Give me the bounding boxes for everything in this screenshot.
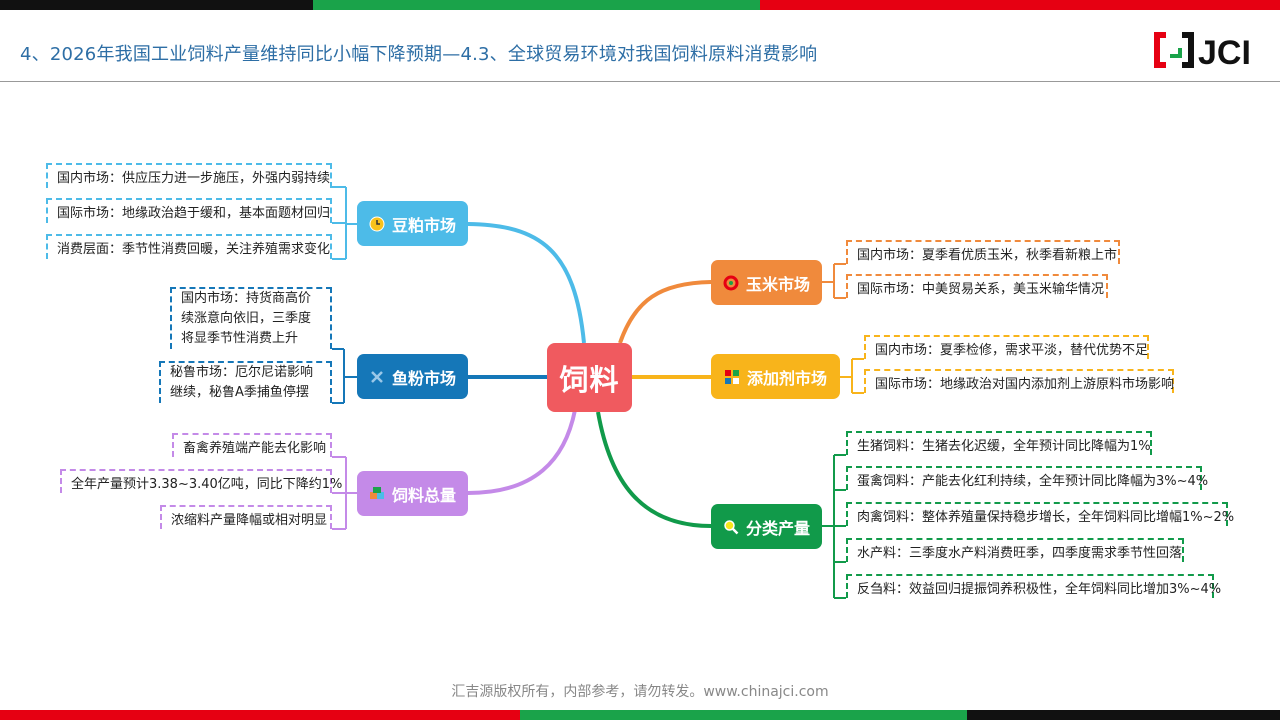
cube-icon <box>369 486 385 502</box>
bottom-color-bar <box>0 710 1280 720</box>
leaf-category-3: 肉禽饲料：整体养殖量保持稳步增长，全年饲料同比增幅1%~2% <box>846 502 1234 526</box>
ring-icon <box>723 275 739 291</box>
topic-additive: 添加剂市场 <box>711 354 840 399</box>
top-color-bar <box>0 0 1280 10</box>
leaf-corn-1: 国内市场：夏季看优质玉米，秋季看新粮上市 <box>846 240 1120 264</box>
leaf-fishmeal-2: 秘鲁市场：厄尔尼诺影响继续，秘鲁A季捕鱼停摆 <box>159 361 332 403</box>
topic-fishmeal-label: 鱼粉市场 <box>391 368 456 388</box>
leaf-additive-1: 国内市场：夏季检修，需求平淡，替代优势不足 <box>864 335 1149 359</box>
leaf-total-1: 畜禽养殖端产能去化影响 <box>172 433 332 457</box>
link-total <box>467 409 577 495</box>
logo-text: JCI <box>1198 34 1251 72</box>
magnifier-icon <box>723 519 739 535</box>
leaf-fishmeal-1: 国内市场：持货商高价续涨意向依旧，三季度将显季节性消费上升 <box>170 287 332 349</box>
grid-icon <box>724 369 740 385</box>
leaf-category-4: 水产料：三季度水产料消费旺季，四季度需求季节性回落 <box>846 538 1184 562</box>
topic-corn-label: 玉米市场 <box>745 274 810 294</box>
bar-segment-green <box>313 0 760 10</box>
leaf-total-3: 浓缩料产量降幅或相对明显 <box>160 505 332 529</box>
leaf-corn-2: 国际市场：中美贸易关系，美玉米输华情况 <box>846 274 1108 298</box>
leaf-category-5: 反刍料：效益回归提振饲养积极性，全年饲料同比增加3%~4% <box>846 574 1221 598</box>
topic-total-label: 饲料总量 <box>391 485 456 505</box>
topic-fishmeal: 鱼粉市场 <box>357 354 468 399</box>
bar-segment-red <box>0 710 520 720</box>
bracket-category <box>822 454 846 599</box>
leaf-total-2: 全年产量预计3.38~3.40亿吨，同比下降约1% <box>60 469 342 493</box>
topic-additive-label: 添加剂市场 <box>746 368 827 388</box>
bracket-corn <box>822 263 846 299</box>
bar-segment-green <box>520 710 967 720</box>
leaf-soybean-1: 国内市场：供应压力进一步施压，外强内弱持续 <box>46 163 332 188</box>
jci-logo-mark: JCI <box>1154 32 1251 72</box>
link-corn <box>618 280 712 344</box>
central-node: 饲料 <box>547 343 632 412</box>
link-category <box>596 411 712 528</box>
leaf-soybean-2: 国际市场：地缘政治趋于缓和，基本面题材回归 <box>46 198 332 223</box>
page-title: 4、2026年我国工业饲料产量维持同比小幅下降预期—4.3、全球贸易环境对我国饲… <box>20 44 818 65</box>
link-soybean <box>467 222 586 344</box>
topic-corn: 玉米市场 <box>711 260 822 305</box>
topic-soybean-label: 豆粕市场 <box>391 215 456 235</box>
bar-segment-black <box>0 0 313 10</box>
bracket-fishmeal <box>332 348 357 404</box>
bracket-soybean <box>332 186 357 260</box>
topic-category: 分类产量 <box>711 504 822 549</box>
clock-icon <box>369 216 385 232</box>
jci-logo: JCI <box>1152 28 1262 74</box>
topic-total: 饲料总量 <box>357 471 468 516</box>
leaf-additive-2: 国际市场：地缘政治对国内添加剂上游原料市场影响 <box>864 369 1174 393</box>
bar-segment-red <box>760 0 1280 10</box>
bar-segment-black <box>967 710 1280 720</box>
topic-soybean: 豆粕市场 <box>357 201 468 246</box>
copyright-footer: 汇吉源版权所有，内部参考，请勿转发。www.chinajci.com <box>451 684 829 700</box>
bracket-additive <box>840 358 864 394</box>
bracket-total <box>332 456 357 530</box>
cross-icon <box>369 369 385 385</box>
leaf-category-2: 蛋禽饲料：产能去化红利持续，全年预计同比降幅为3%~4% <box>846 466 1208 490</box>
leaf-soybean-3: 消费层面：季节性消费回暖，关注养殖需求变化 <box>46 234 332 259</box>
header-divider <box>0 81 1280 82</box>
leaf-category-1: 生猪饲料：生猪去化迟缓，全年预计同比降幅为1% <box>846 431 1152 455</box>
topic-category-label: 分类产量 <box>745 518 810 538</box>
